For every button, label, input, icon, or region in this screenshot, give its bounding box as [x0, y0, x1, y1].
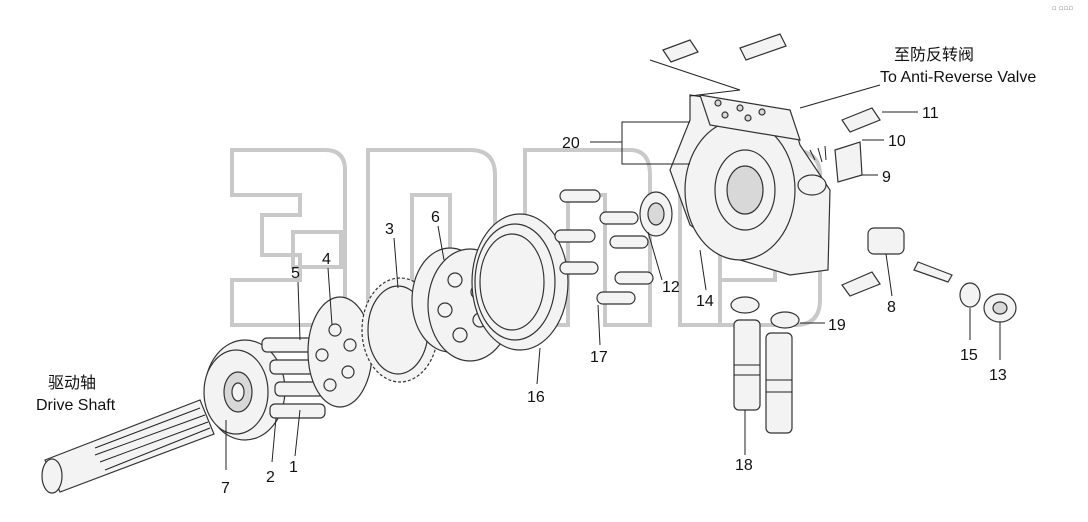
- part-label-12: 12: [662, 279, 680, 296]
- valve-plate-part: [639, 191, 673, 237]
- part-label-14: 14: [696, 293, 714, 310]
- anti-reverse-cn-label: 至防反转阀: [894, 45, 974, 64]
- drive-flange-part: [203, 339, 286, 441]
- rear-housing-part: [669, 94, 831, 276]
- drive-shaft-part: [41, 399, 215, 494]
- leader-lines: [225, 59, 1001, 470]
- watermark-logo: [230, 148, 822, 327]
- part-label-6: 6: [431, 209, 440, 226]
- part-label-15: 15: [960, 347, 978, 364]
- corner-mark: ▫ ▫▫▫: [1052, 4, 1073, 12]
- part-label-3: 3: [385, 221, 394, 238]
- part-label-7: 7: [221, 480, 230, 497]
- cartridge-valves-part: [730, 296, 800, 434]
- part-label-16: 16: [527, 389, 545, 406]
- brake-ring-part: [471, 213, 569, 351]
- part-label-13: 13: [989, 367, 1007, 384]
- springs-part: [554, 189, 654, 305]
- part-label-4: 4: [322, 251, 331, 268]
- part-label-1: 1: [289, 459, 298, 476]
- part-label-2: 2: [266, 469, 275, 486]
- part-label-18: 18: [735, 457, 753, 474]
- part-label-11: 11: [922, 105, 939, 122]
- part-label-20: 20: [562, 135, 580, 152]
- part-label-5: 5: [291, 265, 300, 282]
- part-label-9: 9: [882, 169, 891, 186]
- part-label-17: 17: [590, 349, 608, 366]
- part-label-8: 8: [887, 299, 896, 316]
- drive-shaft-en-label: Drive Shaft: [36, 397, 116, 414]
- part-label-10: 10: [888, 133, 906, 150]
- part-label-19: 19: [828, 317, 846, 334]
- piston-assembly-part: [261, 296, 373, 419]
- bolts-part: [662, 33, 881, 297]
- drive-shaft-cn-label: 驱动轴: [48, 373, 96, 392]
- anti-reverse-en-label: To Anti-Reverse Valve: [880, 69, 1036, 86]
